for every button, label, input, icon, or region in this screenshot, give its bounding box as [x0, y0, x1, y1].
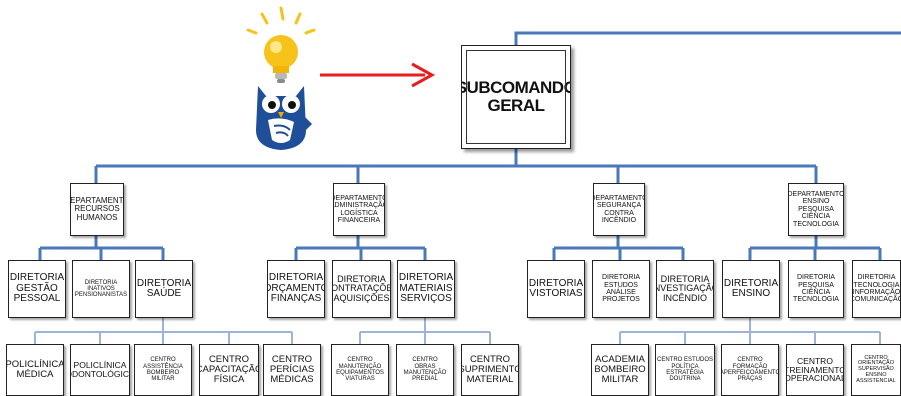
directorate-node: DIRETORIA TECNOLOGIA INFORMAÇÃO COMUNICA…: [852, 260, 901, 318]
center-label: CENTRO ESTUDOS POLÍTICA ESTRATÉGIA DOUTR…: [656, 357, 713, 383]
directorate-label: DIRETORIA ORÇAMENTO FINANÇAS: [268, 272, 325, 305]
center-label: CENTRO MANUTENÇÃO EQUIPAMENTOS VIATURAS: [336, 357, 384, 383]
center-node: CENTRO ORIENTAÇÃO SUPERVISÃO ENSINO ASSI…: [851, 344, 901, 396]
department-label: DEPARTAMENTO RECURSOS HUMANOS: [70, 195, 124, 222]
department-node: DEPARTAMENTO SEGURANÇA CONTRA INCÊNDIO: [593, 183, 645, 236]
directorate-label: DIRETORIA GESTÃO PESSOAL: [9, 272, 65, 305]
arrow-right-icon: [320, 62, 436, 88]
center-node: CENTRO ESTUDOS POLÍTICA ESTRATÉGIA DOUTR…: [655, 344, 715, 396]
directorate-label: DIRETORIA VISTORIAS: [528, 277, 584, 299]
directorate-node: DIRETORIA GESTÃO PESSOAL: [8, 260, 66, 318]
center-label: ACADEMIA BOMBEIRO MILITAR: [594, 354, 646, 385]
department-label: DEPARTAMENTO ENSINO PESQUISA CIÊNCIA TEC…: [788, 191, 844, 228]
main-node-label: SUBCOMANDO GERAL: [461, 78, 571, 115]
center-label: POLICLÍNICA MÉDICA: [6, 359, 64, 380]
center-label: CENTRO FORMAÇÃO APERFEIÇOAMENTO PRAÇAS: [721, 357, 779, 383]
center-label: CENTRO ASSISTÊNCIA BOMBEIRO MILITAR: [143, 357, 183, 383]
directorate-label: DIRETORIA ENSINO: [723, 277, 779, 299]
center-node: POLICLÍNICA ODONTOLÓGICA: [70, 344, 130, 396]
lightbulb-icon: [246, 6, 316, 83]
directorate-label: DIRETORIA TECNOLOGIA INFORMAÇÃO COMUNICA…: [852, 274, 901, 304]
department-label: DEPARTAMENTO SEGURANÇA CONTRA INCÊNDIO: [593, 194, 645, 224]
center-label: CENTRO TREINAMENTO OPERACIONAL: [786, 355, 844, 384]
directorate-node: DIRETORIA ESTUDOS ANÁLISE PROJETOS: [592, 260, 650, 318]
directorate-label: DIRETORIA SAÚDE: [136, 277, 192, 299]
directorate-label: DIRETORIA INATIVOS PENSIONANISTAS: [74, 279, 128, 299]
department-label: DEPARTAMENTO ADMINISTRAÇÃO LOGÍSTICA FIN…: [333, 194, 385, 224]
directorate-label: DIRETORIA ESTUDOS ANÁLISE PROJETOS: [602, 274, 640, 304]
center-node: CENTRO SUPRIMENTO MATERIAL: [461, 344, 519, 396]
center-node: CENTRO ASSISTÊNCIA BOMBEIRO MILITAR: [134, 344, 192, 396]
center-label: CENTRO OBRAS MANUTENÇÃO PREDIAL: [403, 357, 447, 383]
center-node: CENTRO FORMAÇÃO APERFEIÇOAMENTO PRAÇAS: [721, 344, 779, 396]
directorate-node: DIRETORIA ENSINO: [722, 260, 780, 318]
directorate-label: DIRETORIA MATERIAIS SERVIÇOS: [398, 272, 454, 305]
department-node: DEPARTAMENTO ENSINO PESQUISA CIÊNCIA TEC…: [788, 183, 844, 236]
directorate-node: DIRETORIA ORÇAMENTO FINANÇAS: [267, 260, 325, 318]
center-node: POLICLÍNICA MÉDICA: [6, 344, 64, 396]
directorate-node: DIRETORIA INVESTIGAÇÃO INCÊNDIO: [656, 260, 714, 318]
directorate-node: DIRETORIA VISTORIAS: [527, 260, 585, 318]
center-node: CENTRO TREINAMENTO OPERACIONAL: [786, 344, 844, 396]
center-node: CENTRO MANUTENÇÃO EQUIPAMENTOS VIATURAS: [331, 344, 389, 396]
center-node: CENTRO CAPACITAÇÃO FÍSICA: [199, 344, 259, 396]
center-node: CENTRO OBRAS MANUTENÇÃO PREDIAL: [396, 344, 454, 396]
center-label: CENTRO CAPACITAÇÃO FÍSICA: [200, 354, 259, 385]
directorate-label: DIRETORIA INVESTIGAÇÃO INCÊNDIO: [657, 273, 713, 303]
directorate-label: DIRETORIA PESQUISA CIÊNCIA TECNOLOGIA: [793, 274, 839, 304]
directorate-node: DIRETORIA PESQUISA CIÊNCIA TECNOLOGIA: [788, 260, 844, 318]
center-label: CENTRO ORIENTAÇÃO SUPERVISÃO ENSINO ASSI…: [856, 354, 896, 384]
directorate-node: DIRETORIA INATIVOS PENSIONANISTAS: [72, 260, 130, 318]
department-node: DEPARTAMENTO RECURSOS HUMANOS: [70, 183, 124, 236]
directorate-node: DIRETORIA CONTRATAÇÕES AQUISIÇÕES: [332, 260, 391, 318]
center-node: CENTRO PERÍCIAS MÉDICAS: [263, 344, 321, 396]
department-node: DEPARTAMENTO ADMINISTRAÇÃO LOGÍSTICA FIN…: [333, 183, 385, 236]
center-node: ACADEMIA BOMBEIRO MILITAR: [591, 344, 649, 396]
top-connector: [514, 31, 901, 48]
center-label: CENTRO SUPRIMENTO MATERIAL: [461, 354, 519, 385]
main-node: SUBCOMANDO GERAL: [461, 45, 571, 149]
center-label: POLICLÍNICA ODONTOLÓGICA: [71, 360, 129, 379]
directorate-node: DIRETORIA MATERIAIS SERVIÇOS: [397, 260, 455, 318]
directorate-label: DIRETORIA CONTRATAÇÕES AQUISIÇÕES: [332, 273, 390, 303]
directorate-node: DIRETORIA SAÚDE: [135, 260, 193, 318]
center-label: CENTRO PERÍCIAS MÉDICAS: [269, 354, 315, 385]
owl-icon: [256, 86, 312, 150]
